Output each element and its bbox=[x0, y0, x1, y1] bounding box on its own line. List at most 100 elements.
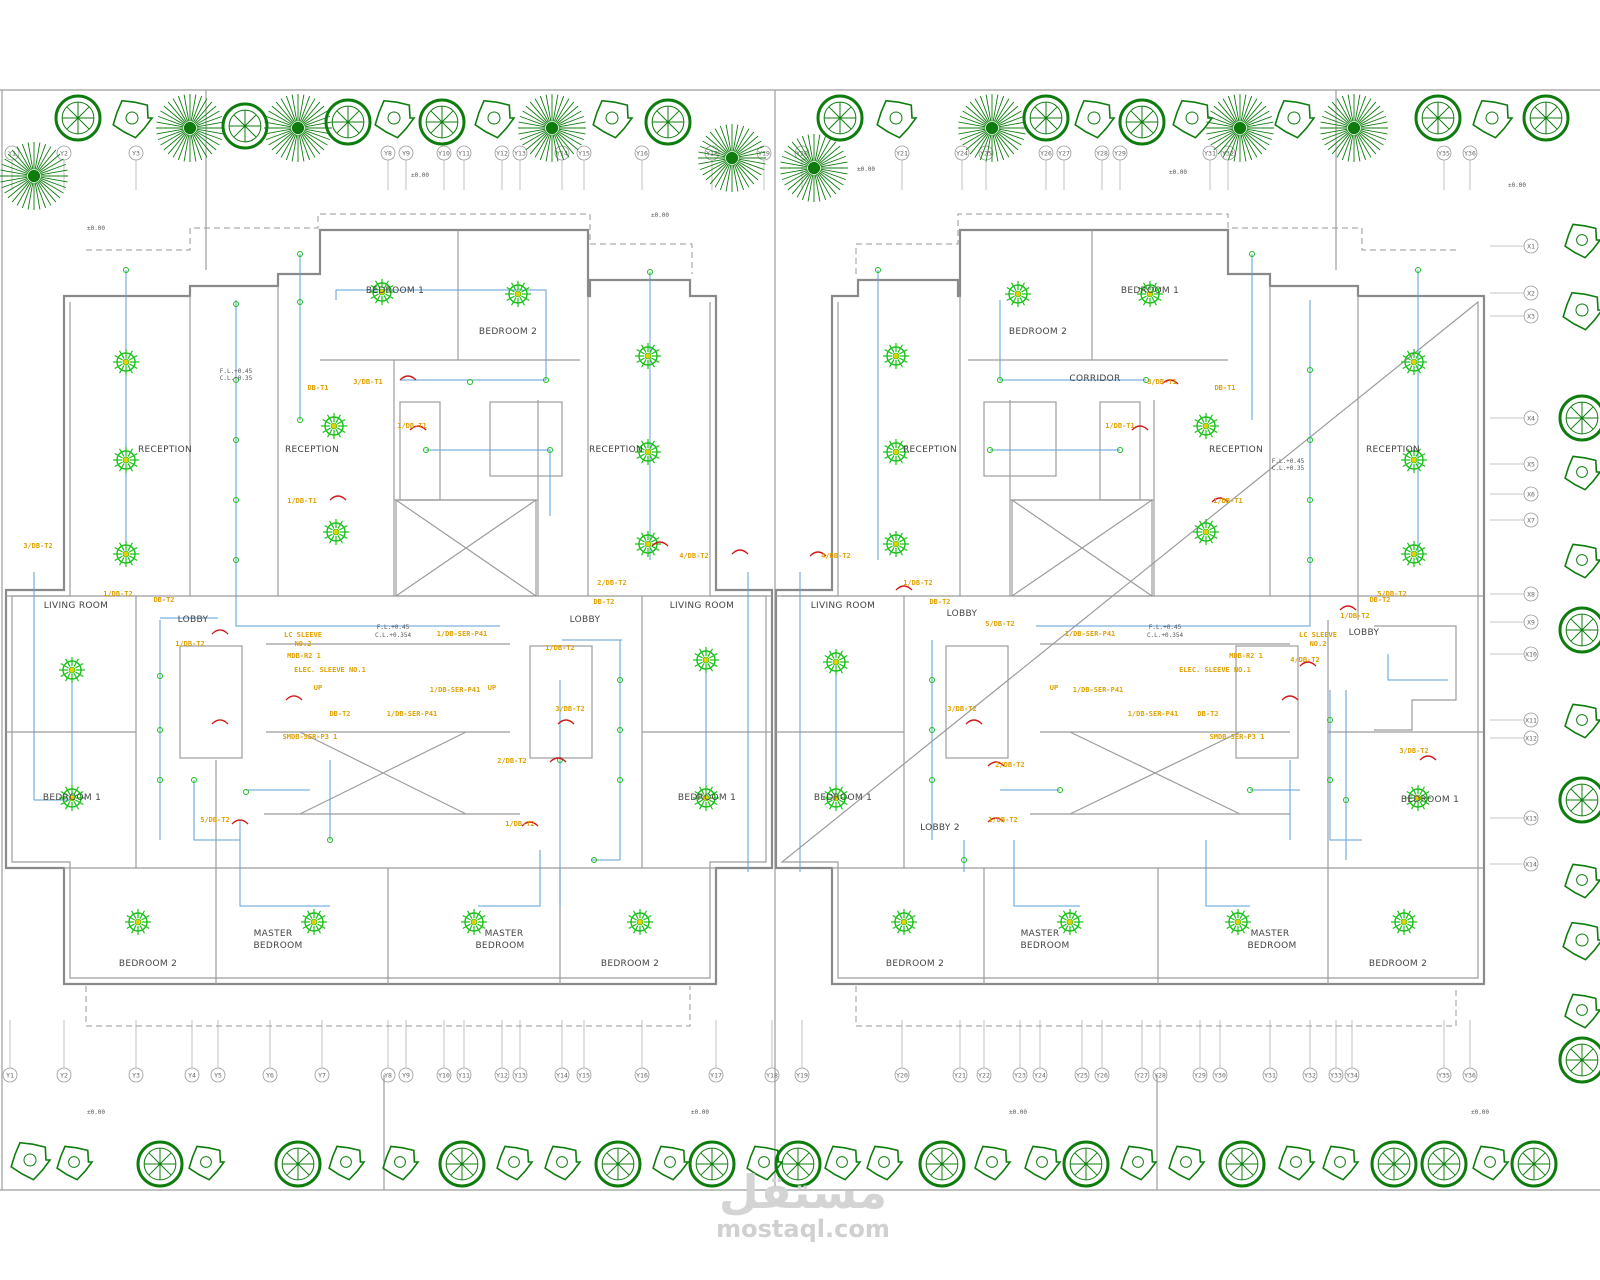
level-label: F.L.+0.45 bbox=[377, 624, 410, 631]
level-label: ±0.00 bbox=[691, 1109, 709, 1116]
tree-symbol bbox=[1472, 99, 1514, 139]
level-label: C.L.+0.35 bbox=[1272, 465, 1305, 472]
switch-arc bbox=[399, 375, 417, 381]
grid-bubble bbox=[976, 1067, 992, 1083]
circuit-label: ELEC. SLEEVE NO.1 bbox=[1179, 666, 1251, 674]
room-label: BEDROOM 2 bbox=[1009, 327, 1067, 337]
tree-symbol bbox=[1564, 993, 1600, 1029]
circuit-label: 3/DB-T2 bbox=[23, 542, 53, 550]
light-fixture bbox=[113, 447, 139, 473]
outlet-dot bbox=[1415, 267, 1421, 273]
circuit-label: 3/DB-T2 bbox=[1399, 747, 1429, 755]
grid-bubble bbox=[128, 145, 144, 161]
grid-axis-label: Y19 bbox=[796, 1072, 808, 1080]
grid-axis-label: Y11 bbox=[458, 1072, 470, 1080]
outlet-dot bbox=[1143, 377, 1149, 383]
grid-axis-label: Y26 bbox=[1040, 150, 1052, 158]
circuit-label: 5/DB-T2 bbox=[1377, 590, 1407, 598]
outlet-dot bbox=[1117, 447, 1123, 453]
outlet-dot bbox=[591, 857, 597, 863]
level-label: ±0.00 bbox=[1009, 1109, 1027, 1116]
level-label: ±0.00 bbox=[857, 166, 875, 173]
room-label: LIVING ROOM bbox=[811, 601, 876, 611]
grid-bubble bbox=[1094, 1067, 1110, 1083]
grid-bubble bbox=[1523, 586, 1539, 602]
circuit-label: 1/DB-SER-P41 bbox=[387, 710, 438, 718]
grid-axis-label: Y16 bbox=[636, 1072, 648, 1080]
switch-arc bbox=[211, 629, 229, 635]
switch-arc bbox=[1211, 497, 1229, 503]
grid-axis-label: Y14 bbox=[556, 1072, 568, 1080]
grid-axis-label: Y2 bbox=[60, 1072, 68, 1080]
tree-symbol bbox=[1322, 1145, 1360, 1181]
circuit-label: 1/DB-T1 bbox=[397, 422, 427, 430]
room-label: BEDROOM 2 bbox=[601, 959, 659, 969]
grid-bubble bbox=[1436, 1067, 1452, 1083]
tree-symbol bbox=[824, 1145, 862, 1181]
circuit-label: DB-T2 bbox=[153, 596, 174, 604]
switch-arcs bbox=[211, 375, 1437, 827]
room-label: BEDROOM 1 bbox=[43, 793, 101, 803]
room-label: RECEPTION bbox=[285, 445, 339, 455]
grid-bubble bbox=[1462, 1067, 1478, 1083]
grid-axis-label: X7 bbox=[1527, 517, 1535, 525]
outlet-dot bbox=[1307, 497, 1313, 503]
outlet-dot bbox=[233, 301, 239, 307]
outlet-dot bbox=[647, 269, 653, 275]
circuit-label: LC SLEEVE bbox=[284, 631, 322, 639]
tree-symbol bbox=[1564, 703, 1600, 739]
grid-axis-label: Y6 bbox=[266, 1072, 274, 1080]
grid-axis-label: Y10 bbox=[438, 1072, 450, 1080]
tree-symbol bbox=[1564, 455, 1600, 491]
tree-symbol bbox=[688, 1140, 736, 1188]
tree-symbol bbox=[1564, 863, 1600, 899]
switch-arc bbox=[651, 541, 669, 547]
grid-axis-label: Y15 bbox=[578, 150, 590, 158]
grid-bubble bbox=[262, 1067, 278, 1083]
outlet-dot bbox=[233, 557, 239, 563]
tree-symbol bbox=[1118, 98, 1166, 146]
grid-bubble bbox=[1523, 238, 1539, 254]
tree-symbol bbox=[1320, 94, 1388, 162]
circuit-label: 1/DB-SER-P41 bbox=[1073, 686, 1124, 694]
outlet-dot bbox=[297, 417, 303, 423]
room-label: BEDROOM 1 bbox=[1401, 795, 1459, 805]
outlet-dot bbox=[1247, 787, 1253, 793]
room-label: BEDROOM bbox=[1020, 941, 1069, 951]
outlet-dot bbox=[1327, 717, 1333, 723]
grid-bubble bbox=[1012, 1067, 1028, 1083]
light-fixture bbox=[301, 909, 327, 935]
grid-bubble bbox=[1220, 145, 1236, 161]
level-label: F.L.+0.45 bbox=[1272, 458, 1305, 465]
landscape-trees bbox=[0, 94, 1600, 1188]
outlet-dot bbox=[1057, 787, 1063, 793]
circuit-label: UP bbox=[488, 684, 496, 692]
outlet-dot bbox=[423, 447, 429, 453]
grid-axis-label: Y36 bbox=[1464, 1072, 1476, 1080]
grid-axis-label: X2 bbox=[1527, 290, 1535, 298]
tree-symbol bbox=[1168, 1145, 1206, 1181]
grid-axis-label: X11 bbox=[1525, 717, 1537, 725]
room-label: BEDROOM 2 bbox=[479, 327, 537, 337]
outlet-dot bbox=[327, 837, 333, 843]
switch-arc bbox=[1161, 379, 1179, 385]
grid-axis-label: Y28 bbox=[1154, 1072, 1166, 1080]
room-label: RECEPTION bbox=[138, 445, 192, 455]
outlet-dot bbox=[1327, 777, 1333, 783]
grid-axis-label: Y22 bbox=[978, 1072, 990, 1080]
level-label: ±0.00 bbox=[87, 225, 105, 232]
tree-symbol bbox=[876, 99, 918, 139]
grid-bubble bbox=[1523, 810, 1539, 826]
grid-bubble bbox=[1212, 1067, 1228, 1083]
grid-bubble bbox=[756, 145, 772, 161]
circuit-label: 1/DB-T1 bbox=[1213, 497, 1243, 505]
grid-axis-label: Y24 bbox=[956, 150, 968, 158]
grid-bubble bbox=[494, 1067, 510, 1083]
tree-symbol bbox=[698, 124, 766, 192]
grid-bubble bbox=[634, 1067, 650, 1083]
outlet-dot bbox=[1307, 437, 1313, 443]
circuit-label: UP bbox=[1050, 684, 1058, 692]
light-fixture bbox=[1193, 413, 1219, 439]
